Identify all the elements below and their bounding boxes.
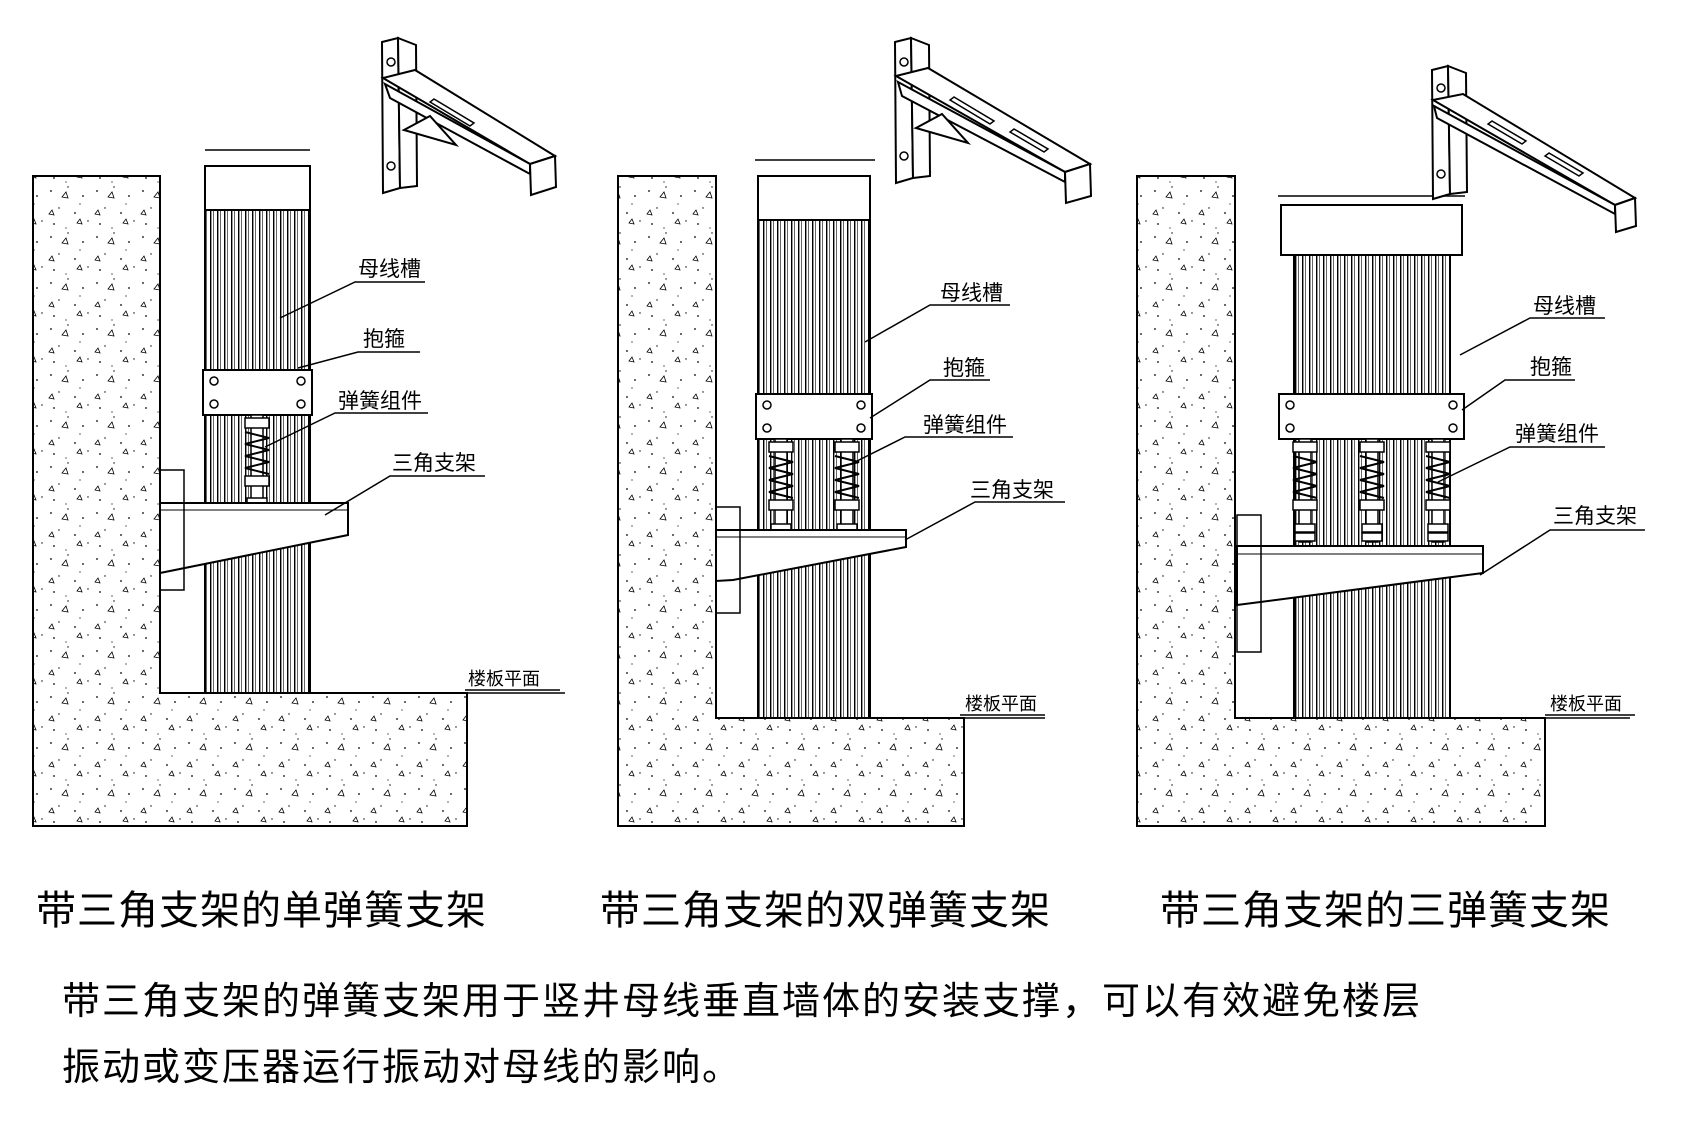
label-clamp: 抱箍	[1530, 355, 1572, 379]
spring-assembly	[1359, 438, 1385, 543]
label-clamp: 抱箍	[363, 327, 405, 351]
clamp	[1278, 393, 1465, 440]
caption-single-spring: 带三角支架的单弹簧支架	[36, 888, 487, 934]
label-floor: 楼板平面	[1550, 694, 1622, 715]
caption-triple-spring: 带三角支架的三弹簧支架	[1160, 888, 1611, 934]
description-line-2: 振动或变压器运行振动对母线的影响。	[62, 1045, 743, 1089]
label-floor: 楼板平面	[468, 669, 540, 690]
description: 带三角支架的弹簧支架用于竖井母线垂直墙体的安装支撑，可以有效避免楼层 振动或变压…	[62, 968, 1662, 1100]
leader-lines	[264, 281, 560, 691]
label-busway: 母线槽	[940, 281, 1003, 305]
caption-double-spring: 带三角支架的双弹簧支架	[600, 888, 1051, 934]
label-spring: 弹簧组件	[1515, 422, 1599, 446]
clamp	[202, 369, 313, 416]
label-bracket: 三角支架	[392, 451, 476, 475]
label-bracket: 三角支架	[970, 478, 1054, 502]
leader-lines	[1437, 317, 1645, 716]
label-clamp: 抱箍	[943, 356, 985, 380]
description-line-1: 带三角支架的弹簧支架用于竖井母线垂直墙体的安装支撑，可以有效避免楼层	[62, 979, 1423, 1023]
label-spring: 弹簧组件	[338, 389, 422, 413]
bracket-iso-view	[1430, 64, 1638, 234]
panel-triple-spring: 母线槽 抱箍 弹簧组件 三角支架 楼板平面	[1136, 64, 1645, 827]
clamp	[755, 393, 873, 440]
label-busway: 母线槽	[1533, 294, 1596, 318]
spring-assembly	[1292, 438, 1318, 543]
label-spring: 弹簧组件	[923, 413, 1007, 437]
installation-diagram: 母线槽 抱箍 弹簧组件 三角支架 楼板平面	[32, 36, 1645, 827]
triangle-bracket	[159, 469, 349, 591]
bracket-iso-view	[380, 36, 558, 197]
label-floor: 楼板平面	[965, 694, 1037, 715]
panel-single-spring: 母线槽 抱箍 弹簧组件 三角支架 楼板平面	[32, 36, 565, 827]
leader-lines	[854, 304, 1065, 716]
label-busway: 母线槽	[358, 257, 421, 281]
panel-captions: 带三角支架的单弹簧支架 带三角支架的双弹簧支架 带三角支架的三弹簧支架	[0, 878, 1697, 948]
label-bracket: 三角支架	[1553, 504, 1637, 528]
panel-double-spring: 母线槽 抱箍 弹簧组件 三角支架 楼板平面	[617, 36, 1093, 827]
bracket-iso-view	[893, 36, 1093, 205]
triangle-bracket	[715, 506, 907, 614]
spring-assembly	[1425, 438, 1451, 543]
